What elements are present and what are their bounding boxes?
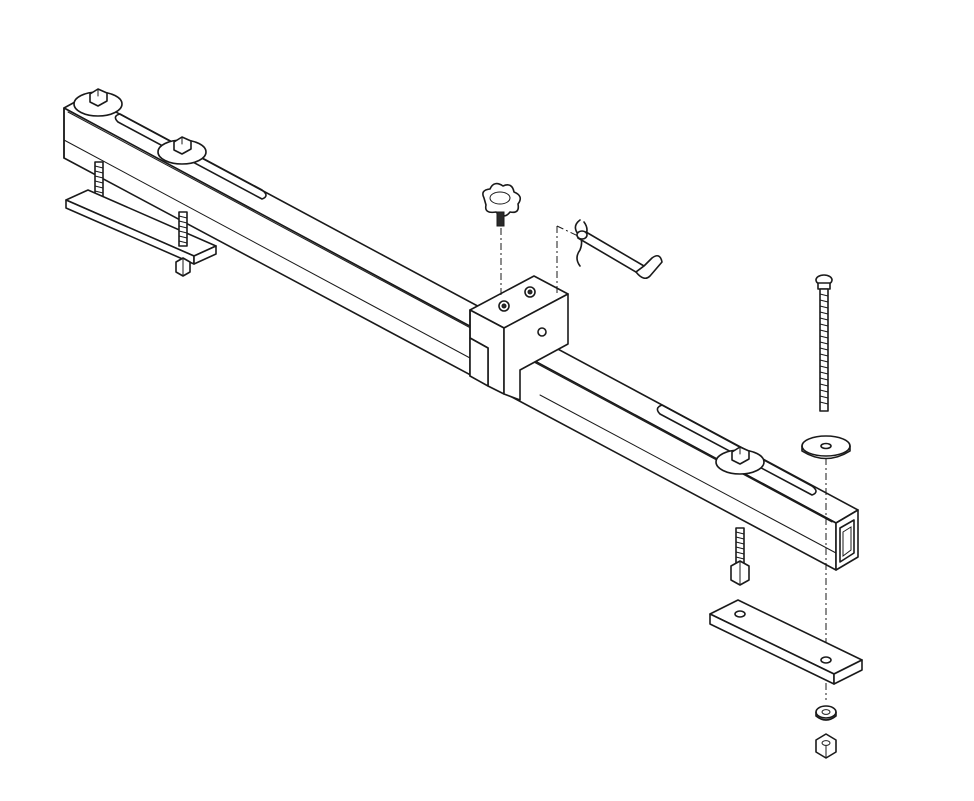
hex-nut-right-upper	[730, 560, 750, 586]
main-tube	[63, 95, 859, 571]
tube-slot-left	[114, 113, 267, 200]
hex-nut-left	[175, 257, 191, 277]
hex-nut	[815, 733, 837, 759]
threaded-rod-left-2	[178, 211, 188, 247]
hitch-pin	[576, 230, 663, 280]
star-knob	[482, 182, 522, 227]
carriage-bolt-left-2	[157, 136, 207, 165]
tube-slot-right	[656, 404, 817, 496]
carriage-bolt-left-1	[73, 88, 123, 117]
center-bracket	[469, 275, 569, 401]
lock-washer	[815, 705, 837, 721]
axis-line-pin	[556, 225, 579, 296]
flat-washer	[801, 435, 851, 460]
long-bolt	[815, 274, 833, 412]
threaded-rod-right	[735, 527, 745, 565]
clamp-plate-right	[709, 599, 863, 685]
carriage-bolt-right	[715, 446, 765, 475]
